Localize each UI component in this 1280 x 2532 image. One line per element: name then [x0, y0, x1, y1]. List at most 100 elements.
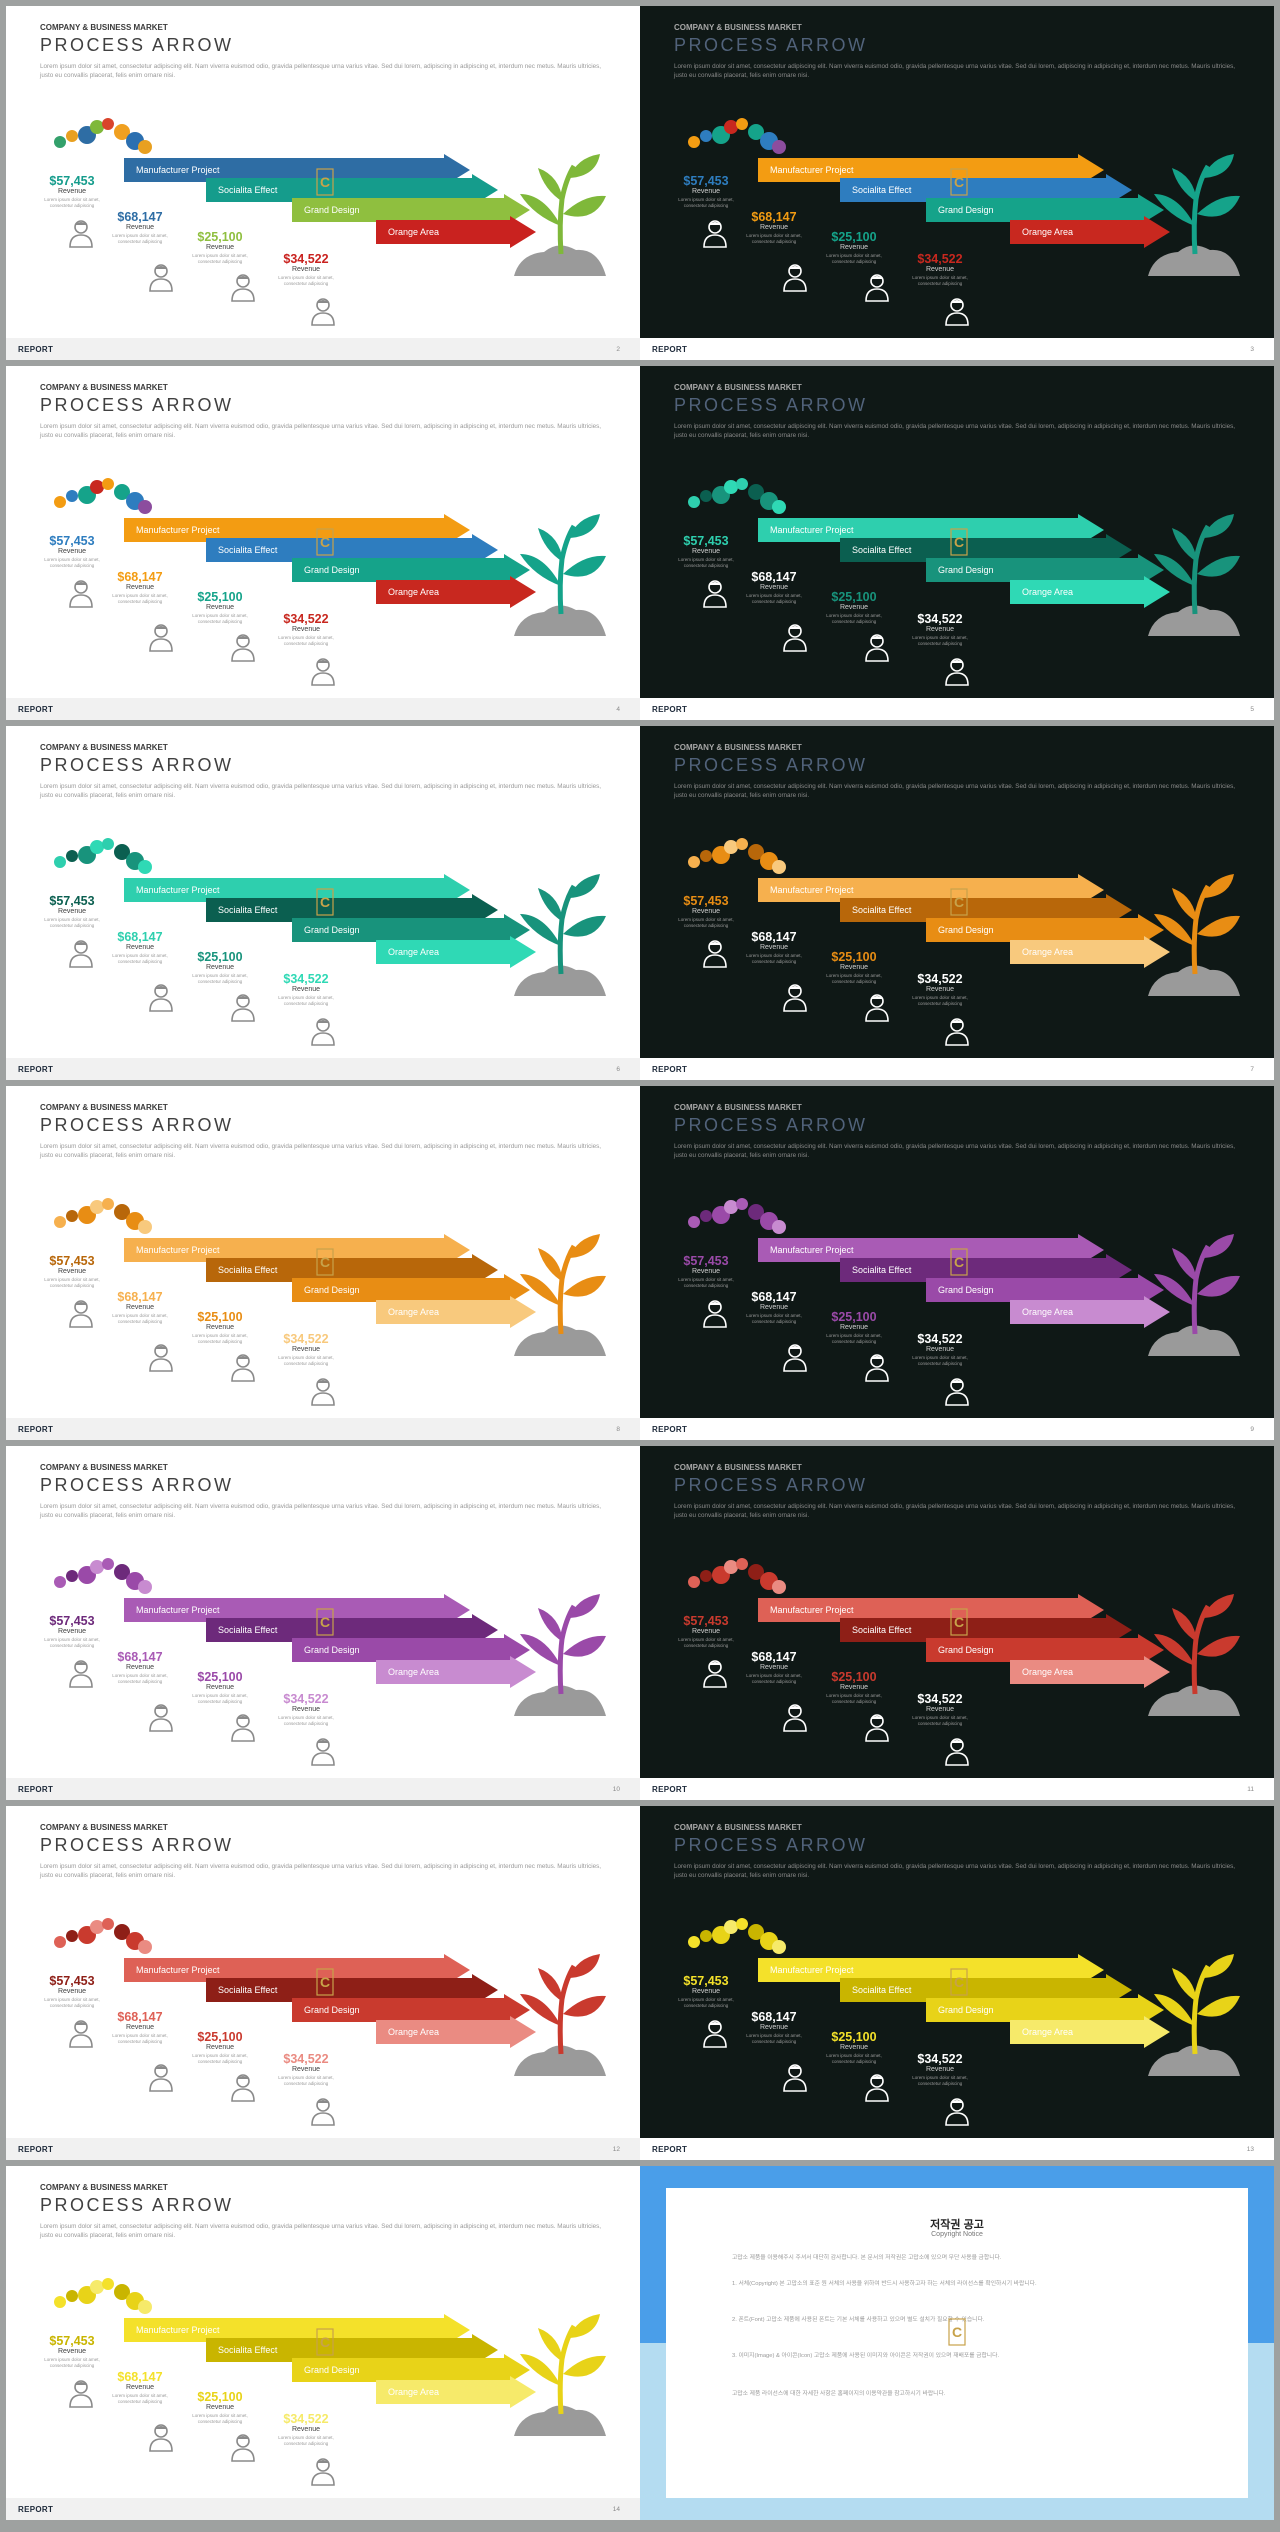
stat-label: Revenue — [691, 188, 721, 195]
stat-label: Revenue — [925, 1346, 955, 1353]
decor-dot — [724, 120, 738, 134]
slide-12[interactable]: COMPANY & BUSINESS MARKET PROCESS ARROW Lo… — [6, 1806, 640, 2160]
person-icon — [148, 2062, 174, 2092]
slide-title: PROCESS ARROW — [40, 1835, 234, 1855]
svg-text:C: C — [954, 1254, 964, 1270]
process-arrow-4: Orange Area — [376, 940, 510, 964]
watermark-logo: C — [950, 1968, 968, 1996]
person-icon — [148, 982, 174, 1012]
stat-value: $25,100 — [197, 2390, 243, 2404]
stat-note: Lorem ipsum dolor sit amet, consectetur … — [44, 1637, 100, 1648]
stat-value: $57,453 — [683, 894, 729, 908]
decor-dot — [688, 1936, 700, 1948]
stat-value: $34,522 — [917, 252, 963, 266]
person-icon — [310, 2096, 336, 2126]
process-arrow-4: Orange Area — [376, 580, 510, 604]
person-icon — [230, 1352, 256, 1382]
stat-label: Revenue — [57, 548, 87, 555]
process-arrow-4: Orange Area — [376, 2020, 510, 2044]
decor-dot — [138, 500, 152, 514]
stat-label: Revenue — [759, 1664, 789, 1671]
plant-icon — [514, 1594, 608, 1718]
stat-label: Revenue — [839, 244, 869, 251]
company-label: COMPANY & BUSINESS MARKET — [40, 1103, 168, 1112]
company-label: COMPANY & BUSINESS MARKET — [40, 1823, 168, 1832]
stat-label: Revenue — [205, 244, 235, 251]
stat-note: Lorem ipsum dolor sit amet, consectetur … — [278, 995, 334, 1006]
stat-label: Revenue — [205, 1684, 235, 1691]
decor-dot — [724, 1920, 738, 1934]
footer-brand: REPORT — [18, 1425, 54, 1434]
decor-dot — [772, 1580, 786, 1594]
stat-value: $25,100 — [197, 590, 243, 604]
stat-label: Revenue — [925, 986, 955, 993]
page-number: 9 — [1250, 1426, 1254, 1433]
slide-description: Lorem ipsum dolor sit amet, consectetur … — [40, 1863, 602, 1879]
person-icon — [310, 296, 336, 326]
process-arrow-3: Grand Design — [292, 1998, 504, 2022]
decor-dot — [102, 1558, 114, 1570]
page-number: 13 — [1246, 2146, 1254, 2153]
stat-note: Lorem ipsum dolor sit amet, consectetur … — [112, 953, 168, 964]
stat-value: $57,453 — [49, 174, 95, 188]
decor-dot — [66, 490, 78, 502]
stat-value: $68,147 — [117, 2010, 163, 2024]
plant-icon — [514, 874, 608, 998]
stat-note: Lorem ipsum dolor sit amet, consectetur … — [912, 2075, 968, 2086]
decor-dot — [724, 840, 738, 854]
watermark-logo: C — [948, 2318, 966, 2346]
person-icon — [702, 1658, 728, 1688]
person-icon — [782, 1342, 808, 1372]
person-icon — [944, 656, 970, 686]
stat-note: Lorem ipsum dolor sit amet, consectetur … — [678, 197, 734, 208]
stat-value: $57,453 — [683, 174, 729, 188]
company-label: COMPANY & BUSINESS MARKET — [40, 2183, 168, 2192]
stat-value: $25,100 — [831, 230, 877, 244]
stat-note: Lorem ipsum dolor sit amet, consectetur … — [44, 1997, 100, 2008]
decor-dot — [724, 1560, 738, 1574]
stat-note: Lorem ipsum dolor sit amet, consectetur … — [678, 917, 734, 928]
decor-dot — [700, 1210, 712, 1222]
decor-dot — [102, 118, 114, 130]
person-icon — [68, 578, 94, 608]
stat-note: Lorem ipsum dolor sit amet, consectetur … — [826, 613, 882, 624]
footer-brand: REPORT — [652, 1785, 688, 1794]
stat-label: Revenue — [925, 266, 955, 273]
process-arrow-4: Orange Area — [1010, 1300, 1144, 1324]
stat-note: Lorem ipsum dolor sit amet, consectetur … — [826, 973, 882, 984]
stat-value: $25,100 — [831, 1310, 877, 1324]
stat-value: $57,453 — [683, 1614, 729, 1628]
stat-label: Revenue — [57, 908, 87, 915]
stat-value: $34,522 — [283, 1692, 329, 1706]
stat-note: Lorem ipsum dolor sit amet, consectetur … — [192, 2053, 248, 2064]
stat-value: $68,147 — [751, 210, 797, 224]
plant-icon — [514, 154, 608, 278]
process-arrow-3: Grand Design — [292, 918, 504, 942]
svg-text:C: C — [954, 1974, 964, 1990]
slide-title: PROCESS ARROW — [674, 1835, 868, 1855]
stat-value: $68,147 — [117, 2370, 163, 2384]
stat-note: Lorem ipsum dolor sit amet, consectetur … — [826, 1333, 882, 1344]
footer-brand: REPORT — [652, 2145, 688, 2154]
footer-brand: REPORT — [18, 1785, 54, 1794]
stat-value: $68,147 — [117, 930, 163, 944]
person-icon — [944, 296, 970, 326]
stat-note: Lorem ipsum dolor sit amet, consectetur … — [44, 557, 100, 568]
